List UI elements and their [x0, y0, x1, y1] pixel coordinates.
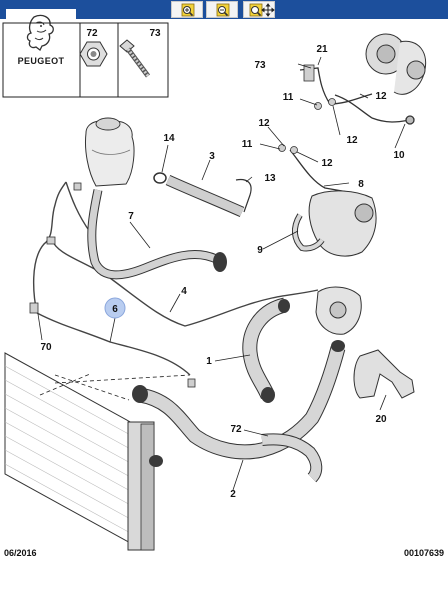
callout-labels: 72 73 21 73 12 11 12 12 11 12 10 14 3 13… [40, 28, 405, 500]
callout-label: 20 [375, 414, 387, 425]
callout-label: 12 [258, 118, 270, 129]
hose-7 [87, 189, 227, 280]
banjo-fittings [278, 64, 336, 154]
expansion-tank-cap [95, 117, 121, 131]
callout-label: 12 [346, 135, 358, 146]
brand-name: PEUGEOT [17, 56, 65, 66]
inset-panels [2, 22, 169, 98]
nut-part-drawing [79, 41, 108, 67]
lion-logo-icon [26, 14, 54, 51]
callout-label: 13 [264, 173, 276, 184]
callout-label: 10 [393, 150, 405, 161]
o-ring-14 [153, 172, 167, 184]
footer-date: 06/2016 [4, 548, 37, 558]
inset-label-72: 72 [86, 28, 98, 39]
expansion-tank [85, 117, 135, 187]
turbocharger [365, 33, 426, 95]
callout-label: 9 [257, 245, 263, 256]
inset-frame [2, 22, 169, 98]
callout-label: 70 [40, 342, 52, 353]
hose-3 [153, 172, 252, 218]
zoom-in-button[interactable] [171, 1, 203, 18]
callout-label: 12 [375, 91, 387, 102]
harness-clips [29, 182, 196, 388]
footer-reference: 00107639 [403, 548, 444, 558]
callout-label: 4 [181, 286, 187, 297]
hose-1 [242, 297, 290, 403]
turbo-pipes [289, 67, 415, 193]
zoom-out-icon [216, 3, 230, 17]
highlight-circle [104, 297, 126, 319]
callout-leaders [37, 56, 406, 491]
callout-label: 2 [230, 489, 236, 500]
callout-label: 72 [230, 424, 242, 435]
hose-2 [132, 340, 346, 483]
brand-logo: PEUGEOT [6, 9, 76, 71]
callout-label: 12 [321, 158, 333, 169]
zoom-move-button[interactable] [243, 1, 275, 18]
coolant-pump-housing [292, 190, 377, 257]
bracket-20 [353, 349, 415, 399]
callout-label: 11 [283, 92, 294, 103]
inset-label-73: 73 [149, 28, 161, 39]
thermostat-housing [315, 286, 362, 335]
callout-label: 11 [242, 139, 253, 150]
callout-label: 8 [358, 179, 364, 190]
callout-label: 21 [316, 44, 328, 55]
radiator-fins [4, 365, 135, 536]
zoom-in-icon [181, 3, 195, 17]
clip-13 [235, 178, 252, 213]
callout-label: 73 [254, 60, 266, 71]
callout-label: 14 [163, 133, 175, 144]
callout-label: 3 [209, 151, 215, 162]
zoom-out-button[interactable] [206, 1, 238, 18]
bolt-part-drawing [119, 39, 151, 78]
callout-label-highlighted: 6 [112, 304, 118, 315]
radiator [4, 352, 155, 551]
wiring-harness [32, 181, 319, 376]
callout-label: 7 [128, 211, 134, 222]
dashed-leaders [39, 373, 191, 401]
toolbar [0, 0, 448, 19]
callout-label: 1 [206, 356, 212, 367]
zoom-move-icon [249, 3, 275, 17]
